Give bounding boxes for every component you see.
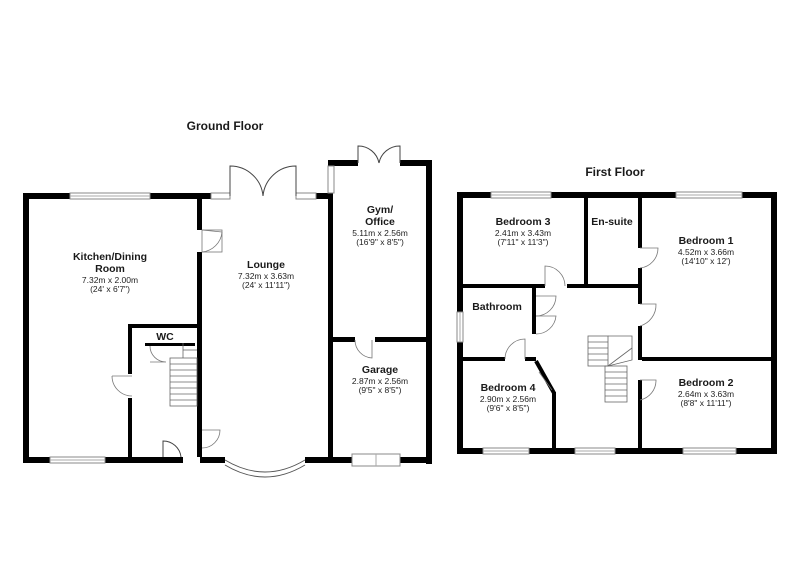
room-gym: Gym/ Office 5.11m x 2.56m (16'9" x 8'5"): [352, 204, 408, 247]
first-doors: [504, 247, 659, 401]
gym-metric: 5.11m x 2.56m: [352, 228, 408, 238]
lounge-metric: 7.32m x 3.63m: [238, 271, 294, 281]
kitchen-imperial: (24' x 6'7"): [90, 284, 130, 294]
bedroom2-name: Bedroom 2: [679, 377, 734, 389]
first-interior-walls: [463, 198, 771, 448]
garage-name: Garage: [362, 364, 398, 376]
room-bedroom1: Bedroom 1 4.52m x 3.66m (14'10" x 12'): [678, 235, 734, 266]
first-windows: [456, 191, 743, 455]
room-kitchen: Kitchen/Dining Room 7.32m x 2.00m (24' x…: [73, 251, 147, 294]
bedroom3-metric: 2.41m x 3.43m: [495, 228, 551, 238]
kitchen-name-line1: Kitchen/Dining: [73, 251, 147, 263]
gym-name-line2: Office: [365, 216, 395, 228]
garage-metric: 2.87m x 2.56m: [352, 376, 408, 386]
gym-imperial: (16'9" x 8'5"): [356, 237, 404, 247]
first-floor-title: First Floor: [585, 165, 645, 179]
gym-name-line1: Gym/: [367, 204, 393, 216]
garage-imperial: (9'5" x 8'5"): [359, 385, 402, 395]
lounge-name: Lounge: [247, 259, 285, 271]
bedroom2-imperial: (8'8" x 11'11"): [680, 398, 731, 408]
first-floor-plan: First Floor Bedroom 3 2.41m x 3.43m (7'1…: [456, 165, 777, 455]
bedroom3-name: Bedroom 3: [496, 216, 551, 228]
ground-interior-walls: [128, 193, 431, 458]
room-bedroom2: Bedroom 2 2.64m x 3.63m (8'8" x 11'11"): [678, 377, 734, 408]
lounge-imperial: (24' x 11'11"): [242, 280, 290, 290]
room-bedroom4: Bedroom 4 2.90m x 2.56m (9'6" x 8'5"): [480, 382, 536, 413]
bedroom4-imperial: (9'6" x 8'5"): [487, 403, 530, 413]
ground-floor-plan: Ground Floor Kitchen/Dining Room 7.32m x…: [23, 119, 432, 478]
bedroom4-metric: 2.90m x 2.56m: [480, 394, 536, 404]
kitchen-name-line2: Room: [95, 263, 125, 275]
ensuite-name: En-suite: [591, 216, 633, 228]
bedroom1-metric: 4.52m x 3.66m: [678, 247, 734, 257]
room-garage: Garage 2.87m x 2.56m (9'5" x 8'5"): [352, 364, 408, 395]
wc-name: WC: [156, 331, 174, 343]
room-bedroom3: Bedroom 3 2.41m x 3.43m (7'11" x 11'3"): [495, 216, 551, 247]
ground-doors: [111, 145, 401, 478]
bedroom2-metric: 2.64m x 3.63m: [678, 389, 734, 399]
ground-windows: [49, 165, 401, 467]
first-stairs: [587, 335, 633, 403]
kitchen-metric: 7.32m x 2.00m: [82, 275, 138, 285]
bedroom4-name: Bedroom 4: [481, 382, 536, 394]
ground-stairs: [169, 343, 198, 407]
bedroom1-name: Bedroom 1: [679, 235, 734, 247]
bathroom-name: Bathroom: [472, 301, 522, 313]
ground-floor-title: Ground Floor: [187, 119, 264, 133]
bedroom1-imperial: (14'10" x 12'): [681, 256, 730, 266]
bedroom3-imperial: (7'11" x 11'3"): [497, 237, 548, 247]
room-lounge: Lounge 7.32m x 3.63m (24' x 11'11"): [238, 259, 294, 290]
